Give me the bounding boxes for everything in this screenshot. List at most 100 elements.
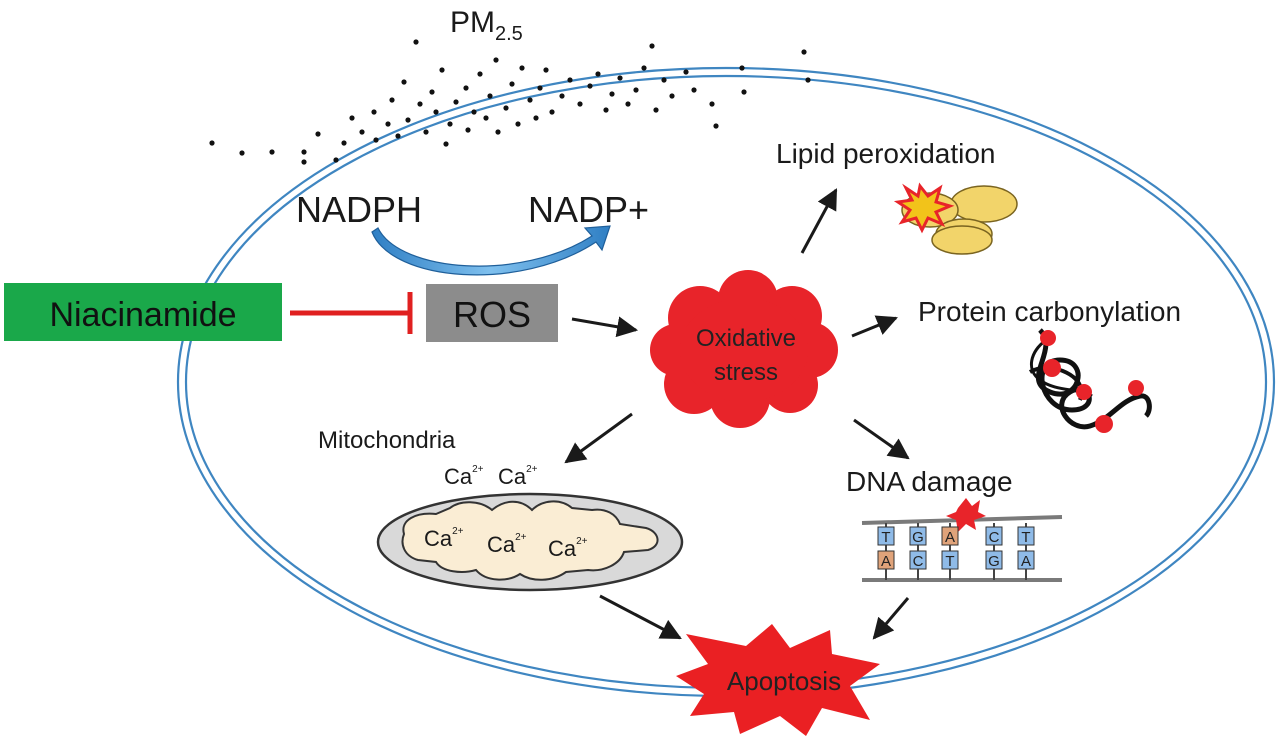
arrow-to-dna [853,418,910,460]
svg-text:Ca2+: Ca2+ [548,536,588,561]
pm-particle [509,81,515,87]
pm-particle [641,65,647,71]
pm-particle [301,159,307,165]
pm-particle [359,129,365,135]
pm-particle [609,91,615,97]
pm-particles [209,39,811,165]
pm-particle [649,43,655,49]
dna-base-box [941,550,959,570]
pm-particle [301,149,307,155]
pm-particle [559,93,565,99]
dna-base-box [877,550,895,570]
protein-label: Protein carbonylation [918,296,1181,327]
dna-base-letter: C [989,529,1000,546]
pm-particle [463,85,469,91]
arrow-mito-to-apoptosis [599,594,682,640]
dna-base-letter: A [945,529,955,546]
niacinamide-label: Niacinamide [49,296,236,334]
pm-particle [653,107,659,113]
dna-label: DNA damage [846,466,1013,497]
dna-base-letter: C [913,553,924,570]
pm-particle [739,65,745,71]
pm-particle [617,75,623,81]
arrow-to-mitochondria [564,412,633,464]
pm-particle [413,39,419,45]
lipid-droplets-icon [893,182,1018,255]
pm-particle [477,71,483,77]
pm-particle [209,140,215,146]
pm-particle [577,101,583,107]
dna-base-letter: A [881,553,891,570]
pm-particle [315,131,321,137]
pm-particle [661,77,667,83]
pm-particle [801,49,807,55]
pm-particle [683,69,689,75]
mito-calcium-floating: Ca2+ Ca2+ [444,464,538,489]
nadph-arrow-icon [371,225,611,276]
pm-particle [405,117,411,123]
pm-particle [691,87,697,93]
apoptosis-label: Apoptosis [727,666,841,696]
dna-base-letter: T [945,553,954,570]
lipid-label: Lipid peroxidation [776,138,996,169]
nadph-label: NADPH [296,189,422,230]
oxidative-stress-label-2: stress [714,359,778,386]
pm-particle [423,129,429,135]
pm-particle [519,65,525,71]
svg-text:Ca2+: Ca2+ [424,526,464,551]
nadp-label: NADP+ [528,189,649,230]
ros-label: ROS [453,294,531,335]
pm-particle [805,77,811,83]
pm-particle [543,67,549,73]
protein-chain-icon [1028,328,1152,433]
inhibition-icon [290,292,413,334]
pm-particle [567,77,573,83]
pm-particle [385,121,391,127]
dna-base-box [941,526,959,546]
pm-particle [603,107,609,113]
pm-particle [669,93,675,99]
pm-particle [417,101,423,107]
pm-particle [495,129,501,135]
mitochondria-label: Mitochondria [318,427,456,454]
pm-particle [373,137,379,143]
pm-particle [429,89,435,95]
mitochondrion-icon: Ca2+ Ca2+ Ca2+ [376,492,684,592]
dna-base-letter: T [1021,529,1030,546]
oxidative-stress-cloud [650,270,838,428]
dna-base-box [985,550,1003,570]
dna-base-letter: G [912,529,924,546]
pm-particle [709,101,715,107]
pm-particle [503,105,509,111]
dna-base-letter: T [881,529,890,546]
dna-base-box [909,526,927,546]
pm-particle [239,150,245,156]
pm-particle [537,85,543,91]
pm-particle [389,97,395,103]
dna-base-box [1017,526,1035,546]
svg-text:Ca2+: Ca2+ [444,464,484,489]
pm-particle [443,141,449,147]
pm-particle [625,101,631,107]
pm-particle [533,115,539,121]
pm-particle [333,157,339,163]
arrow-to-lipid [800,188,838,254]
arrow-dna-to-apoptosis [872,597,910,640]
dna-base-letter: G [988,553,1000,570]
pm-particle [487,93,493,99]
pm25-label: PM2.5 [450,6,523,45]
pm-particle [349,115,355,121]
arrow-ros-to-stress [571,316,639,338]
svg-text:Ca2+: Ca2+ [498,464,538,489]
pm-particle [453,99,459,105]
pm-particle [395,133,401,139]
pm-particle [515,121,521,127]
pm-particle [493,57,499,63]
dna-base-box [909,550,927,570]
svg-text:Ca2+: Ca2+ [487,532,527,557]
dna-base-box [985,526,1003,546]
niacinamide-box: Niacinamide [4,283,282,341]
pm-particle [471,109,477,115]
